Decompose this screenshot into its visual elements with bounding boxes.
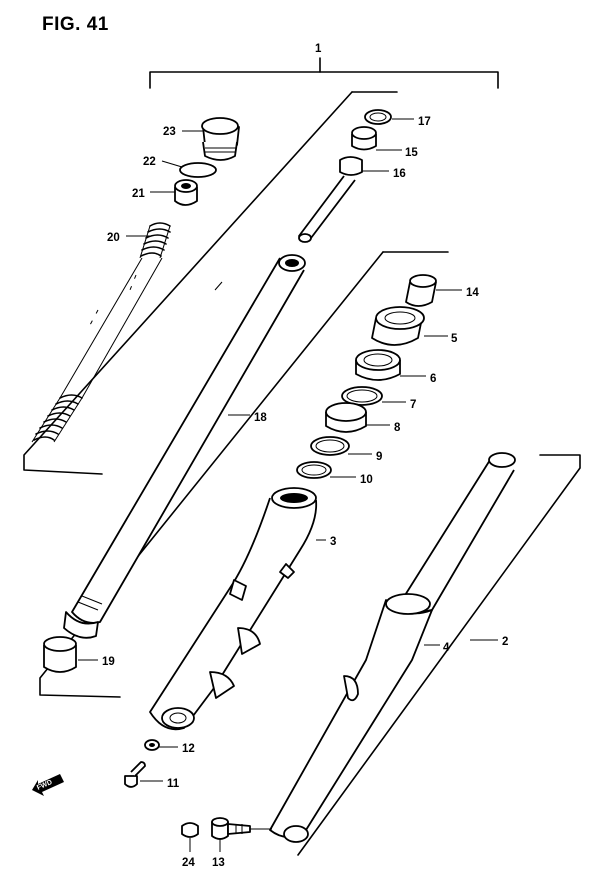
callout-1: 1 <box>315 43 322 55</box>
arrow-left-icon <box>32 774 64 796</box>
drain-bolt <box>124 761 146 788</box>
damper-group-outline <box>39 251 449 698</box>
assembly-bracket <box>149 57 499 89</box>
callout-13: 13 <box>212 857 225 869</box>
damper-rod <box>298 156 363 243</box>
outer-fork-outline <box>297 454 581 856</box>
callout-6: 6 <box>430 373 436 385</box>
callout-22: 22 <box>143 156 156 168</box>
callout-8: 8 <box>394 422 401 434</box>
callout-9: 9 <box>376 451 382 463</box>
callout-15: 15 <box>405 147 418 159</box>
callout-20: 20 <box>107 232 120 244</box>
callout-7: 7 <box>410 399 416 411</box>
callout-3: 3 <box>330 536 336 548</box>
bolt-cap <box>181 822 199 838</box>
piston-ring <box>351 126 377 151</box>
cap-bolt <box>201 117 240 161</box>
spacer-nut <box>174 179 198 206</box>
callout-5: 5 <box>451 333 458 345</box>
leader-lines <box>78 118 498 852</box>
callout-14: 14 <box>466 287 479 299</box>
callout-11: 11 <box>167 778 180 790</box>
callout-labels: 1 2 3 4 5 6 7 8 9 10 11 12 13 14 15 16 1… <box>102 43 508 869</box>
callout-12: 12 <box>182 743 195 755</box>
callout-18: 18 <box>254 412 267 424</box>
callout-17: 17 <box>418 116 431 128</box>
o-ring <box>179 162 217 178</box>
callout-24: 24 <box>182 857 195 869</box>
forward-direction-marker <box>32 774 64 796</box>
callout-16: 16 <box>393 168 406 180</box>
fork-spring <box>31 222 171 443</box>
retaining-ring <box>364 109 392 125</box>
callout-21: 21 <box>132 188 145 200</box>
collar <box>405 274 437 307</box>
inner-fork-tube <box>63 254 306 639</box>
callout-4: 4 <box>443 642 450 654</box>
oil-seal <box>355 349 401 381</box>
drain-washer <box>144 739 160 751</box>
oil-seal-retainer <box>325 402 367 433</box>
slide-bushing <box>43 636 77 673</box>
callout-23: 23 <box>163 126 176 138</box>
inner-tube-group-outline <box>23 91 398 475</box>
callout-2: 2 <box>502 636 508 648</box>
outer-tube-left <box>149 487 318 731</box>
dust-seal <box>371 306 425 346</box>
damper-bolt <box>211 817 251 840</box>
callout-10: 10 <box>360 474 373 486</box>
callout-19: 19 <box>102 656 115 668</box>
outer-fork-leg <box>269 452 516 843</box>
figure-title: FIG. 41 <box>42 14 109 35</box>
